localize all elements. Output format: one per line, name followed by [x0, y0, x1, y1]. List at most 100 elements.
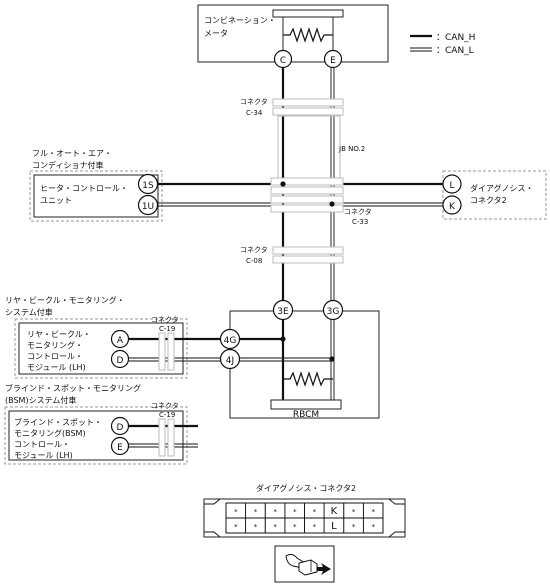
rear-module-label-2: モニタリング・ [27, 340, 83, 350]
pin-3G: 3G [322, 299, 344, 321]
ac-group-label-2: コンディショナ付車 [32, 160, 103, 170]
bsm-module-label-3: コントロール・ [14, 440, 70, 449]
pin-K: K [442, 195, 462, 215]
pin-1U: 1U [137, 194, 159, 216]
rbcm-terminating-resistor-icon [283, 371, 333, 387]
diag-connector-pin-label: * [254, 508, 258, 516]
rear-module-label-3: コントロール・ [27, 352, 83, 361]
pin-D-bsm: D [110, 416, 130, 436]
diag-connector-cell-bottom-8 [362, 517, 384, 534]
legend-can-l-label: ：CAN_L [436, 46, 474, 56]
connector-c19b-code: C-19 [159, 411, 175, 419]
pin-4G-label: 4G [224, 336, 237, 346]
connector-c33-top [270, 177, 344, 186]
diag-connector-pin-label: * [254, 523, 258, 531]
pin-E-bsm: E [110, 436, 130, 456]
connector-c08-lower [272, 255, 344, 264]
diag-connector-title: ダイアグノシス・コネクタ2 [256, 483, 356, 493]
pin-E: E [323, 49, 343, 69]
pin-C: C [273, 49, 293, 69]
rbcm-label-block [270, 399, 342, 410]
diag-connector-pin-label: * [371, 508, 375, 516]
heater-label-2: ユニット [40, 196, 72, 205]
bsm-module-label-1: ブラインド・スポット・ [14, 417, 102, 427]
pin-4G: 4G [219, 328, 241, 350]
connector-c33-low [270, 195, 344, 204]
pin-K-label: K [449, 202, 456, 212]
connector-c34-title: コネクタ [240, 97, 268, 106]
pin-4J: 4J [219, 348, 241, 370]
pin-1U-label: 1U [142, 202, 154, 212]
pin-A: A [110, 329, 130, 349]
rbcm-label: RBCM [293, 410, 319, 420]
meter-label-2: メータ [204, 29, 228, 38]
diag-connector-latch-right-top [388, 498, 405, 505]
ac-group-label-1: フル・オート・エア・ [32, 149, 112, 158]
diag-connector-latch-right-bottom [388, 531, 405, 538]
rear-can-l-junction-dot [329, 356, 335, 362]
connector-c19a-left [158, 332, 166, 371]
diag-connector-pin-label: * [293, 508, 297, 516]
pin-L: L [442, 174, 462, 194]
diag-connector-pin-label: L [331, 521, 337, 532]
bsm-group-label-2: (BSM)システム付車 [5, 395, 76, 405]
legend-can-h-label: ：CAN_H [436, 33, 475, 43]
diag-connector-latch-left-top [204, 498, 221, 505]
bsm-module-box [8, 410, 184, 461]
pin-3G-label: 3G [327, 307, 340, 317]
connector-c19a-right [167, 332, 175, 371]
connector-c33-code: C-33 [352, 218, 368, 226]
heater-control-unit-box [33, 174, 159, 218]
can-l-junction-dot [329, 201, 335, 207]
bsm-module-label-4: モジュール (LH) [14, 451, 73, 460]
bsm-module-label-2: モニタリング(BSM) [14, 428, 86, 438]
meter-terminal-block [272, 9, 344, 18]
rear-group-label-2: システム付車 [5, 307, 53, 317]
connector-c34-lower [272, 107, 344, 116]
connector-c08-title: コネクタ [240, 245, 268, 254]
connector-hand-icon [274, 545, 335, 583]
diag-connector-pin-label: * [352, 508, 356, 516]
pin-E-bsm-label: E [117, 443, 123, 453]
diag-connector-pin-label: * [313, 508, 317, 516]
pin-3E-label: 3E [277, 307, 289, 317]
connector-c34-upper [272, 98, 344, 107]
connector-c19b-left [158, 418, 166, 457]
pin-E-label: E [330, 56, 336, 66]
connector-c33-title: コネクタ [344, 207, 372, 216]
diag-connector-pin-label: * [273, 523, 277, 531]
pin-1S: 1S [137, 173, 159, 195]
diag-label-1: ダイアグノシス・ [470, 183, 533, 193]
diag-connector-latch-left-bottom [204, 531, 221, 538]
heater-label-1: ヒータ・コントロール・ [40, 184, 128, 193]
connector-c19a-title: コネクタ [151, 315, 179, 324]
rear-monitoring-module-box [18, 322, 184, 375]
can-h-junction-dot [280, 181, 286, 187]
pin-L-label: L [449, 181, 454, 191]
diag-connector-face: *****K*******L** [203, 498, 406, 538]
connector-c34-code: C-34 [246, 109, 263, 117]
meter-label-1: コンビネーション・ [204, 16, 276, 25]
connector-c33-bottom [270, 204, 344, 213]
diag-connector-pin-label: K [331, 506, 338, 517]
diag-connector-pin-label: * [371, 523, 375, 531]
connector-c19b-right [167, 418, 175, 457]
diag-connector-pin-label: * [234, 508, 238, 516]
connector-c19a-code: C-19 [159, 325, 175, 333]
rear-module-label-4: モジュール (LH) [27, 363, 86, 372]
diag-connector-pin-label: * [273, 508, 277, 516]
rear-group-label-1: リヤ・ビークル・モニタリング・ [5, 295, 125, 305]
connector-c08-code: C-08 [246, 257, 262, 265]
legend: ：CAN_H ：CAN_L [410, 33, 475, 56]
meter-terminating-resistor-icon [283, 27, 333, 43]
diag-connector-cells: *****K*******L** [225, 502, 384, 534]
pin-4J-label: 4J [226, 356, 234, 366]
rear-module-label-1: リヤ・ビークル・ [27, 330, 91, 339]
bsm-group-label-1: ブラインド・スポット・モニタリング [5, 383, 141, 393]
diag-connector-pin-label: * [352, 523, 356, 531]
pin-D-bsm-label: D [117, 423, 124, 433]
pin-D-label: D [117, 356, 124, 366]
pin-3E: 3E [272, 299, 294, 321]
connector-c08-upper [272, 246, 344, 255]
